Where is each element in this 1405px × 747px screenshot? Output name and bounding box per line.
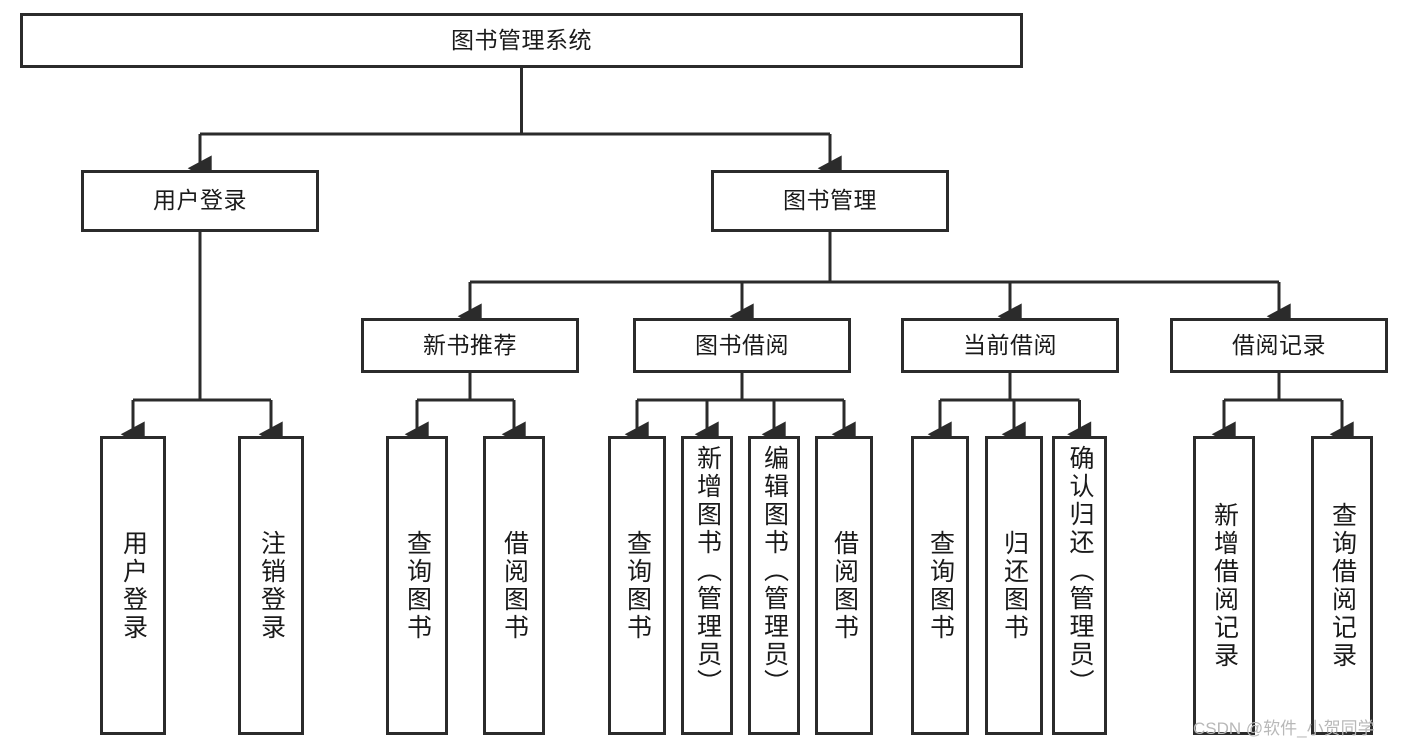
- node-label: 查询图书: [623, 529, 652, 642]
- node-leaf-confirm-return[interactable]: 确认归还（管理员）: [1052, 436, 1107, 735]
- node-leaf-borrow-book-1[interactable]: 借阅图书: [483, 436, 545, 735]
- node-label: 借阅图书: [830, 529, 859, 642]
- node-borrow-record[interactable]: 借阅记录: [1170, 318, 1388, 373]
- node-label: 新增图书（管理员）: [693, 445, 722, 697]
- node-label: 编辑图书（管理员）: [760, 445, 789, 697]
- node-label: 新增借阅记录: [1210, 501, 1239, 670]
- node-leaf-user-login[interactable]: 用户登录: [100, 436, 166, 735]
- node-label: 归还图书: [1000, 529, 1029, 642]
- node-leaf-query-record[interactable]: 查询借阅记录: [1311, 436, 1373, 735]
- node-leaf-add-book[interactable]: 新增图书（管理员）: [681, 436, 733, 735]
- node-label: 用户登录: [153, 187, 247, 214]
- node-label: 确认归还（管理员）: [1066, 445, 1094, 697]
- node-label: 图书管理系统: [451, 26, 592, 53]
- node-leaf-add-record[interactable]: 新增借阅记录: [1193, 436, 1255, 735]
- node-label: 注销登录: [257, 529, 286, 642]
- node-book-borrow[interactable]: 图书借阅: [633, 318, 851, 373]
- node-label: 查询图书: [926, 529, 955, 642]
- node-label: 图书借阅: [695, 331, 789, 358]
- node-label: 借阅记录: [1232, 331, 1326, 358]
- node-leaf-query-book-3[interactable]: 查询图书: [911, 436, 969, 735]
- node-label: 查询借阅记录: [1328, 501, 1357, 670]
- node-root-system[interactable]: 图书管理系统: [20, 13, 1023, 68]
- node-leaf-borrow-book-2[interactable]: 借阅图书: [815, 436, 873, 735]
- node-book-manage[interactable]: 图书管理: [711, 170, 949, 232]
- node-leaf-query-book-2[interactable]: 查询图书: [608, 436, 666, 735]
- node-label: 当前借阅: [963, 331, 1057, 358]
- node-new-book-rec[interactable]: 新书推荐: [361, 318, 579, 373]
- csdn-watermark: CSDN @软件_小贺同学: [1193, 719, 1375, 738]
- node-label: 图书管理: [783, 187, 877, 214]
- node-label: 用户登录: [119, 529, 148, 642]
- node-label: 借阅图书: [500, 529, 529, 642]
- node-leaf-return-book[interactable]: 归还图书: [985, 436, 1043, 735]
- node-leaf-logout[interactable]: 注销登录: [238, 436, 304, 735]
- node-label: 查询图书: [403, 529, 432, 642]
- node-label: 新书推荐: [423, 331, 517, 358]
- node-current-borrow[interactable]: 当前借阅: [901, 318, 1119, 373]
- node-leaf-edit-book[interactable]: 编辑图书（管理员）: [748, 436, 800, 735]
- node-user-login[interactable]: 用户登录: [81, 170, 319, 232]
- node-leaf-query-book-1[interactable]: 查询图书: [386, 436, 448, 735]
